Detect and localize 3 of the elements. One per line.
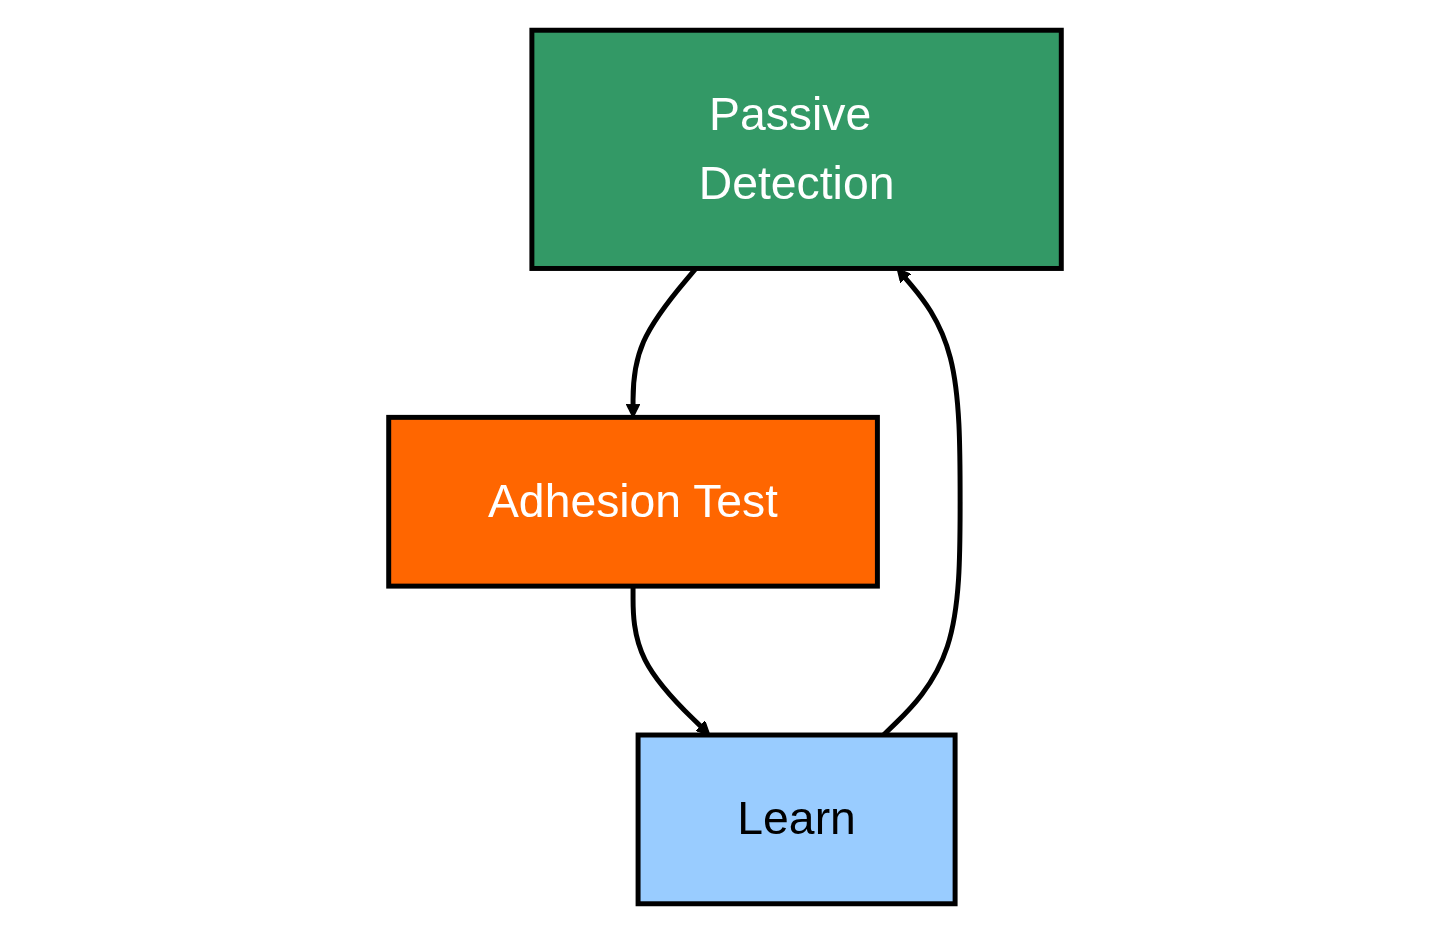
node-box: Learn — [635, 732, 958, 907]
node-box: Adhesion Test — [386, 414, 880, 589]
node-box: Passive Detection — [529, 27, 1064, 271]
